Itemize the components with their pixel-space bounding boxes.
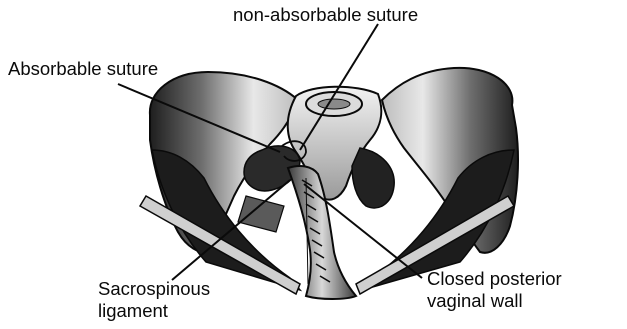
- label-sacrospinous-line1: Sacrospinous: [98, 278, 210, 300]
- label-sacrospinous-ligament: Sacrospinous ligament: [98, 278, 210, 322]
- label-absorbable-suture: Absorbable suture: [8, 58, 158, 80]
- label-non-absorbable-suture: non-absorbable suture: [233, 4, 418, 26]
- label-sacrospinous-line2: ligament: [98, 300, 210, 322]
- label-closed-line1: Closed posterior: [427, 268, 562, 290]
- label-closed-line2: vaginal wall: [427, 290, 562, 312]
- label-closed-posterior-vaginal-wall: Closed posterior vaginal wall: [427, 268, 562, 312]
- coccyx-shadow: [352, 148, 394, 208]
